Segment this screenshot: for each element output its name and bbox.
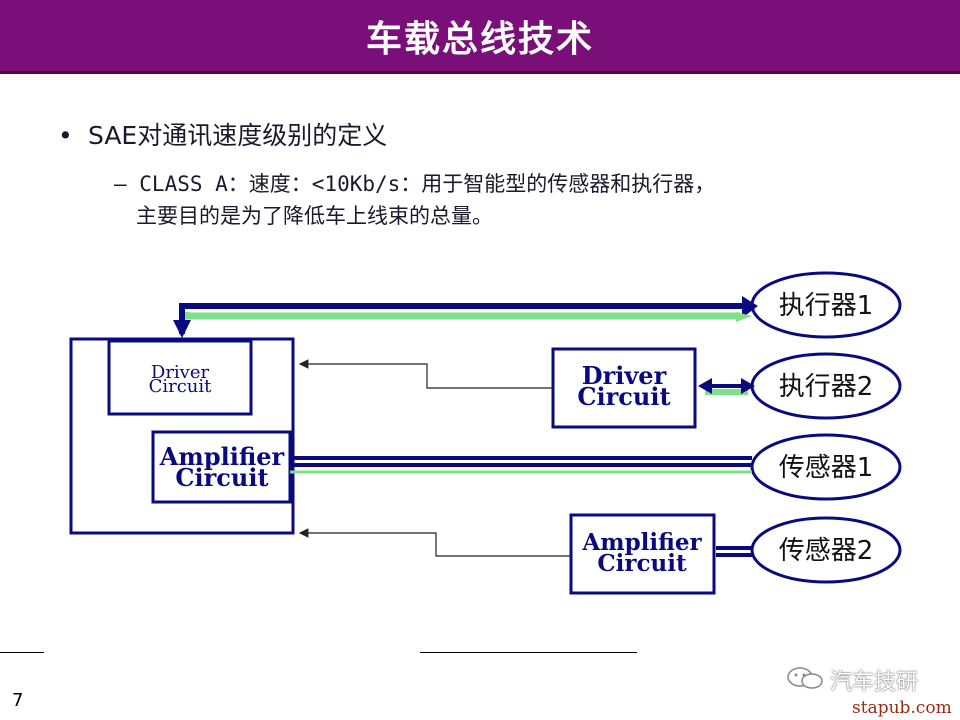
watermark-site: stapub.com [852,698,952,718]
title-bar: 车载总线技术 [0,0,960,74]
page-number: 7 [12,690,24,711]
remote-driver-label-1: Driver [582,361,667,390]
actuator1-label: 执行器1 [779,291,874,321]
ecu-driver-box [107,339,253,416]
control-arrow-driver [298,359,553,389]
ecu-driver-label-2: Circuit [149,376,213,397]
remote-amp-box [569,513,716,595]
sensor2-label: 传感器2 [779,536,874,566]
watermark-brand: 汽车技研 [830,670,919,695]
actuator2-label: 执行器2 [779,372,874,402]
sub-bullet-line-2: 主要目的是为了降低车上线束的总量。 [136,204,493,228]
ecu-amp-label-1: Amplifier [159,442,285,471]
slide-title: 车载总线技术 [365,18,594,60]
ecu-amp-box [151,430,292,504]
sensor2-bus [716,546,752,557]
sensor1-bus [290,456,752,474]
remote-amp-label-1: Amplifier [581,529,702,556]
bullet-dot-icon: • [58,121,73,150]
ecu-amp-label-2: Circuit [175,463,268,492]
ecu-driver-label-1: Driver [151,362,210,383]
remote-driver-label-2: Circuit [577,382,670,411]
sensor1-label: 传感器1 [779,453,874,483]
sub-bullet-line-1: – CLASS A：速度：<10Kb/s：用于智能型的传感器和执行器， [114,172,716,196]
control-arrow-amplifier [298,528,571,557]
remote-amp-label-2: Circuit [597,550,687,577]
ecu-box [69,337,295,535]
wechat-icon [787,667,823,689]
main-bullet-text: SAE对通讯速度级别的定义 [88,121,388,150]
footer-line-left [0,652,44,653]
main-bullet: • SAE对通讯速度级别的定义 [58,116,387,152]
actuator2-bus [698,378,755,395]
footer-line-right [420,652,637,653]
actuator1-bus [173,296,758,338]
